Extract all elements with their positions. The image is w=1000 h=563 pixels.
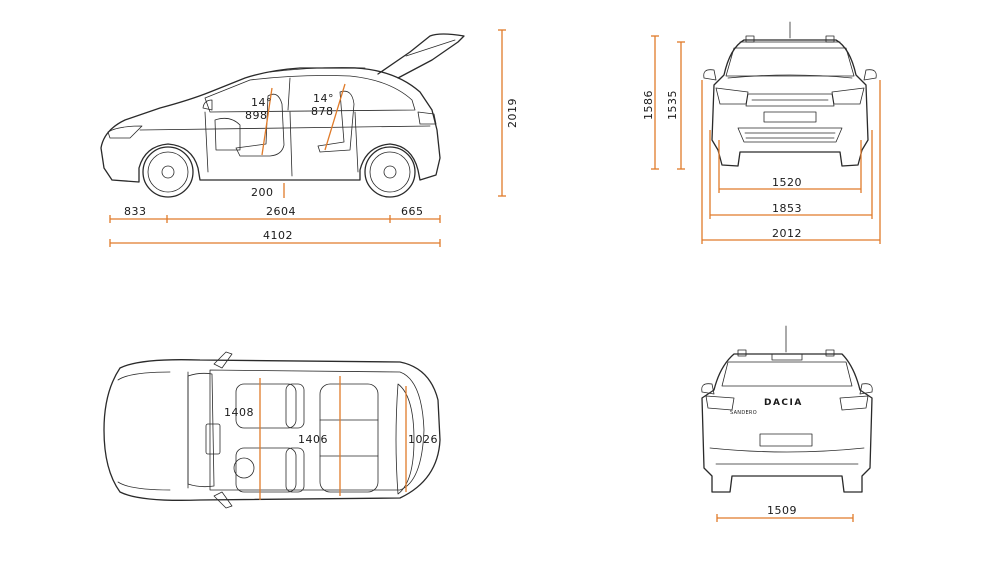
side-view-car [100,33,465,198]
width-with-mirrors-label: 2012 [772,227,802,240]
front-interior-width-label: 1408 [224,406,254,419]
height-with-tailgate-label: 2019 [506,98,519,128]
rear-badge-text: DACIA [764,398,803,408]
overall-length-label: 4102 [263,229,293,242]
rear-view-car [701,325,873,493]
wheelbase-label: 2604 [266,205,296,218]
front-overhang-label: 833 [124,205,147,218]
front-seat-depth-label: 898 [245,109,268,122]
width-label: 1853 [772,202,802,215]
height-with-rails-label: 1586 [642,90,655,120]
rear-seat-angle-label: 14° [313,92,334,105]
rear-overhang-label: 665 [401,205,424,218]
ground-clearance-label: 200 [251,186,274,199]
rear-seat-depth-label: 878 [311,105,334,118]
rear-view-dimensions [716,514,854,522]
side-view-dimensions [109,29,506,247]
height-label: 1535 [666,90,679,120]
rear-track-label: 1509 [767,504,797,517]
front-view-dimensions [651,35,881,244]
rear-interior-width-label: 1406 [298,433,328,446]
rear-model-script: SANDERO [730,410,757,416]
front-track-label: 1520 [772,176,802,189]
front-seat-angle-label: 14° [251,96,272,109]
front-view-car [703,21,877,167]
top-view-car [103,351,441,509]
top-view-dimensions [259,376,407,500]
boot-width-label: 1026 [408,433,438,446]
